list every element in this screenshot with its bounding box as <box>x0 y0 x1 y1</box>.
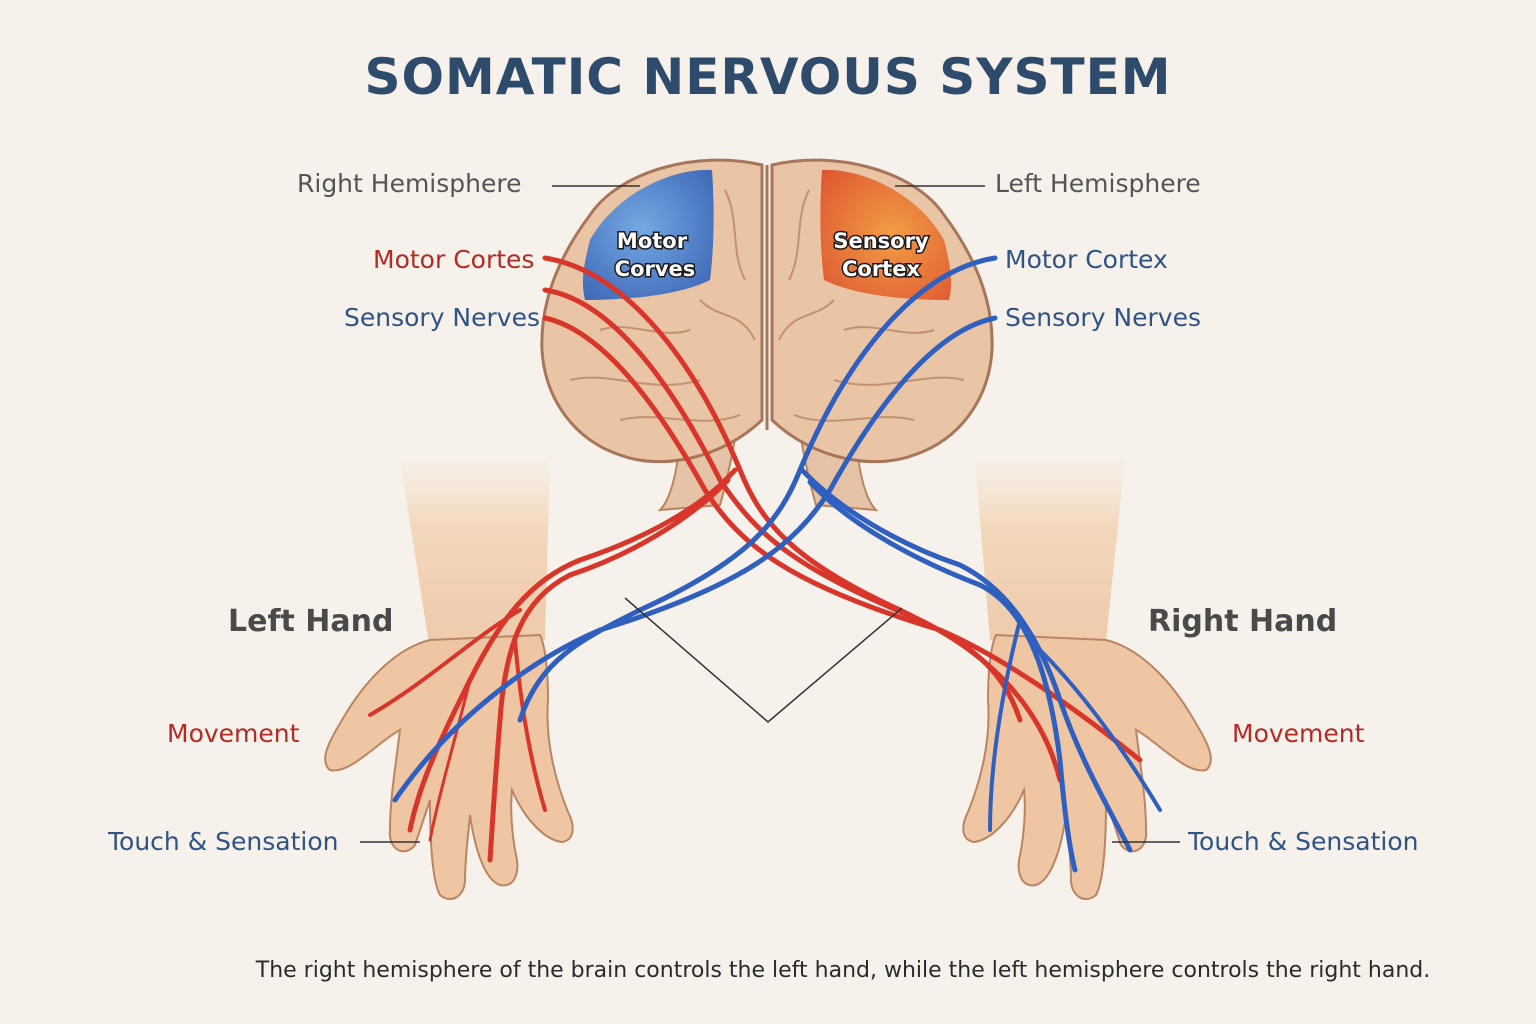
sensory-nerves-label-right: Sensory Nerves <box>1005 303 1201 332</box>
left-region-label-line1: Sensory <box>833 229 929 253</box>
right-hemisphere-label: Right Hemisphere <box>297 169 522 198</box>
motor-region-blue <box>582 169 714 300</box>
touch-sensation-label-right: Touch & Sensation <box>1188 827 1419 856</box>
right-forearm <box>975 460 1125 650</box>
right-region-label-line2: Corves <box>615 257 696 281</box>
leader-lines <box>360 185 1180 843</box>
left-forearm <box>400 460 550 650</box>
right-hand-label: Right Hand <box>1148 604 1338 639</box>
touch-sensation-label-left: Touch & Sensation <box>108 827 339 856</box>
sensory-nerves-right-arm <box>799 467 1162 873</box>
right-region-label-line1: Motor <box>617 229 688 253</box>
page-title: SOMATIC NERVOUS SYSTEM <box>364 48 1172 106</box>
left-hand-label: Left Hand <box>228 604 394 639</box>
movement-label-right: Movement <box>1232 719 1365 748</box>
movement-label-left: Movement <box>167 719 300 748</box>
left-hand-illustration <box>324 633 574 900</box>
brain: Motor Corves Sensory Cortex <box>540 158 994 464</box>
sensory-nerves-label-left: Sensory Nerves <box>344 303 540 332</box>
sensory-region-orange <box>820 169 952 300</box>
caption: The right hemisphere of the brain contro… <box>255 958 1431 983</box>
left-hemisphere-label: Left Hemisphere <box>995 169 1201 198</box>
left-region-label-line2: Cortex <box>842 257 920 281</box>
motor-cortex-label-right: Motor Cortex <box>1005 245 1168 274</box>
motor-cortex-label-left: Motor Cortes <box>373 245 535 274</box>
sensory-nerves-to-right-hand <box>392 255 998 803</box>
